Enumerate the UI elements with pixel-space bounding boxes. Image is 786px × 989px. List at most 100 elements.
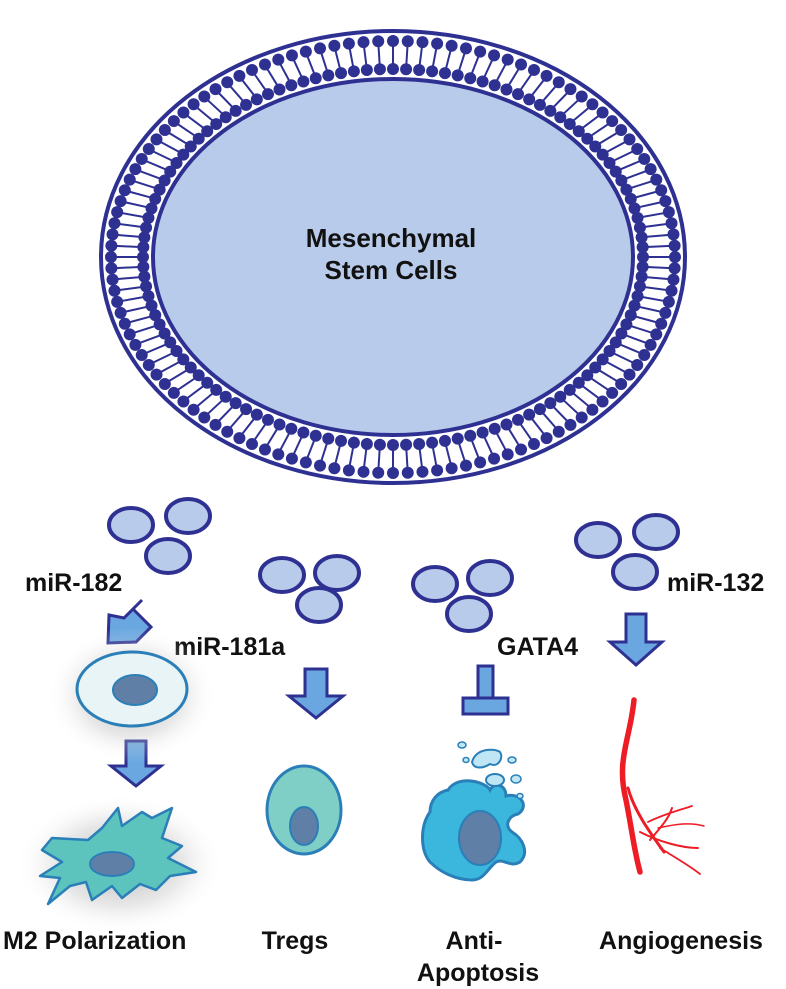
lipid-head bbox=[285, 422, 298, 435]
lipid-head bbox=[638, 152, 651, 165]
lipid-head bbox=[177, 353, 190, 366]
lipid-head bbox=[628, 202, 641, 215]
lipid-tail bbox=[634, 190, 658, 199]
lipid-head bbox=[631, 143, 644, 155]
mesenchymal-stem-cell: Mesenchymal Stem Cells bbox=[99, 29, 687, 485]
lipid-head bbox=[105, 239, 118, 252]
lipid-head bbox=[615, 174, 628, 187]
lipid-head bbox=[360, 437, 373, 450]
lipid-head bbox=[299, 456, 312, 469]
lipid-head bbox=[328, 39, 341, 52]
lipid-head bbox=[668, 239, 681, 252]
lipid-tail bbox=[444, 444, 452, 465]
msc-title-line1: Mesenchymal bbox=[306, 223, 477, 253]
lipid-head bbox=[620, 318, 633, 331]
lipid-tail bbox=[138, 169, 162, 180]
label-gata4: GATA4 bbox=[497, 633, 578, 661]
lipid-head bbox=[540, 432, 553, 445]
lipid-head bbox=[523, 408, 536, 421]
lipid-head bbox=[106, 273, 119, 286]
lipid-head bbox=[192, 132, 205, 145]
lipid-head bbox=[474, 456, 487, 469]
lipid-head bbox=[609, 336, 622, 349]
lipid-tail bbox=[541, 84, 558, 103]
lipid-head bbox=[476, 426, 489, 439]
lipid-head bbox=[342, 464, 355, 477]
lipid-head bbox=[272, 448, 285, 461]
lipid-head bbox=[615, 377, 628, 390]
lipid-head bbox=[387, 35, 399, 47]
lipid-tail bbox=[195, 106, 215, 123]
lipid-head bbox=[373, 63, 386, 76]
lipid-head bbox=[164, 165, 177, 178]
vesicle bbox=[611, 553, 659, 591]
apoptotic-fragment bbox=[516, 792, 524, 800]
lipid-tail bbox=[362, 46, 368, 67]
lipid-head bbox=[606, 386, 619, 399]
lipid-head bbox=[145, 299, 158, 312]
lipid-tail bbox=[253, 422, 267, 442]
lipid-head bbox=[655, 184, 668, 197]
lipid-head bbox=[581, 132, 594, 145]
lipid-head bbox=[198, 411, 211, 424]
lipid-tail bbox=[597, 131, 619, 146]
lipid-head bbox=[233, 69, 246, 82]
lipid-head bbox=[637, 251, 649, 263]
lipid-head bbox=[149, 192, 162, 205]
lipid-head bbox=[373, 438, 386, 451]
lipid-tail bbox=[279, 431, 291, 452]
lipid-tail bbox=[217, 405, 234, 423]
lipid-head bbox=[603, 157, 616, 169]
lipid-head bbox=[644, 338, 657, 351]
lipid-head bbox=[669, 251, 681, 263]
lipid-tail bbox=[334, 49, 342, 70]
label-mir-132: miR-132 bbox=[667, 569, 764, 597]
lipid-tail bbox=[612, 352, 635, 364]
lipid-head bbox=[150, 368, 163, 381]
lipid-head bbox=[192, 369, 205, 382]
lipid-head bbox=[501, 53, 514, 66]
lipid-head bbox=[662, 295, 675, 308]
lipid-head bbox=[533, 98, 546, 111]
lipid-head bbox=[177, 395, 190, 408]
lipid-head bbox=[620, 183, 633, 196]
lipid-tail bbox=[348, 446, 355, 467]
lipid-head bbox=[667, 228, 680, 241]
lipid-head bbox=[512, 88, 524, 101]
lipid-head bbox=[586, 98, 599, 111]
apoptotic-fragment bbox=[457, 741, 467, 749]
lipid-head bbox=[153, 318, 166, 331]
lipid-head bbox=[650, 173, 663, 186]
lipid-head bbox=[347, 65, 360, 78]
lipid-head bbox=[451, 69, 464, 82]
lipid-head bbox=[221, 425, 234, 438]
vesicle bbox=[144, 537, 192, 575]
lipid-tail bbox=[530, 78, 546, 97]
treg-cell bbox=[265, 764, 343, 856]
lipid-head bbox=[665, 217, 678, 230]
lipid-head bbox=[170, 345, 183, 357]
lipid-tail bbox=[641, 211, 666, 219]
lipid-head bbox=[606, 115, 619, 128]
lipid-head bbox=[335, 67, 348, 80]
lipid-head bbox=[158, 327, 171, 340]
lipid-tail bbox=[519, 422, 533, 442]
lipid-head bbox=[140, 280, 153, 293]
lipid-head bbox=[210, 118, 223, 131]
lipid-head bbox=[615, 327, 628, 340]
apoptotic-fragment bbox=[507, 756, 517, 764]
lipid-head bbox=[586, 403, 599, 416]
lipid-head bbox=[445, 39, 458, 52]
lipid-tail bbox=[457, 51, 466, 72]
lipid-head bbox=[153, 183, 166, 196]
vesicle bbox=[411, 565, 459, 603]
lipid-head bbox=[488, 49, 501, 62]
lipid-tail bbox=[552, 91, 569, 109]
lipid-head bbox=[229, 397, 242, 410]
lipid-head bbox=[187, 98, 200, 111]
lipid-head bbox=[659, 306, 672, 319]
lipid-head bbox=[129, 163, 142, 176]
lipid-tail bbox=[624, 169, 648, 180]
lipid-head bbox=[540, 69, 553, 82]
lipid-head bbox=[400, 63, 413, 76]
